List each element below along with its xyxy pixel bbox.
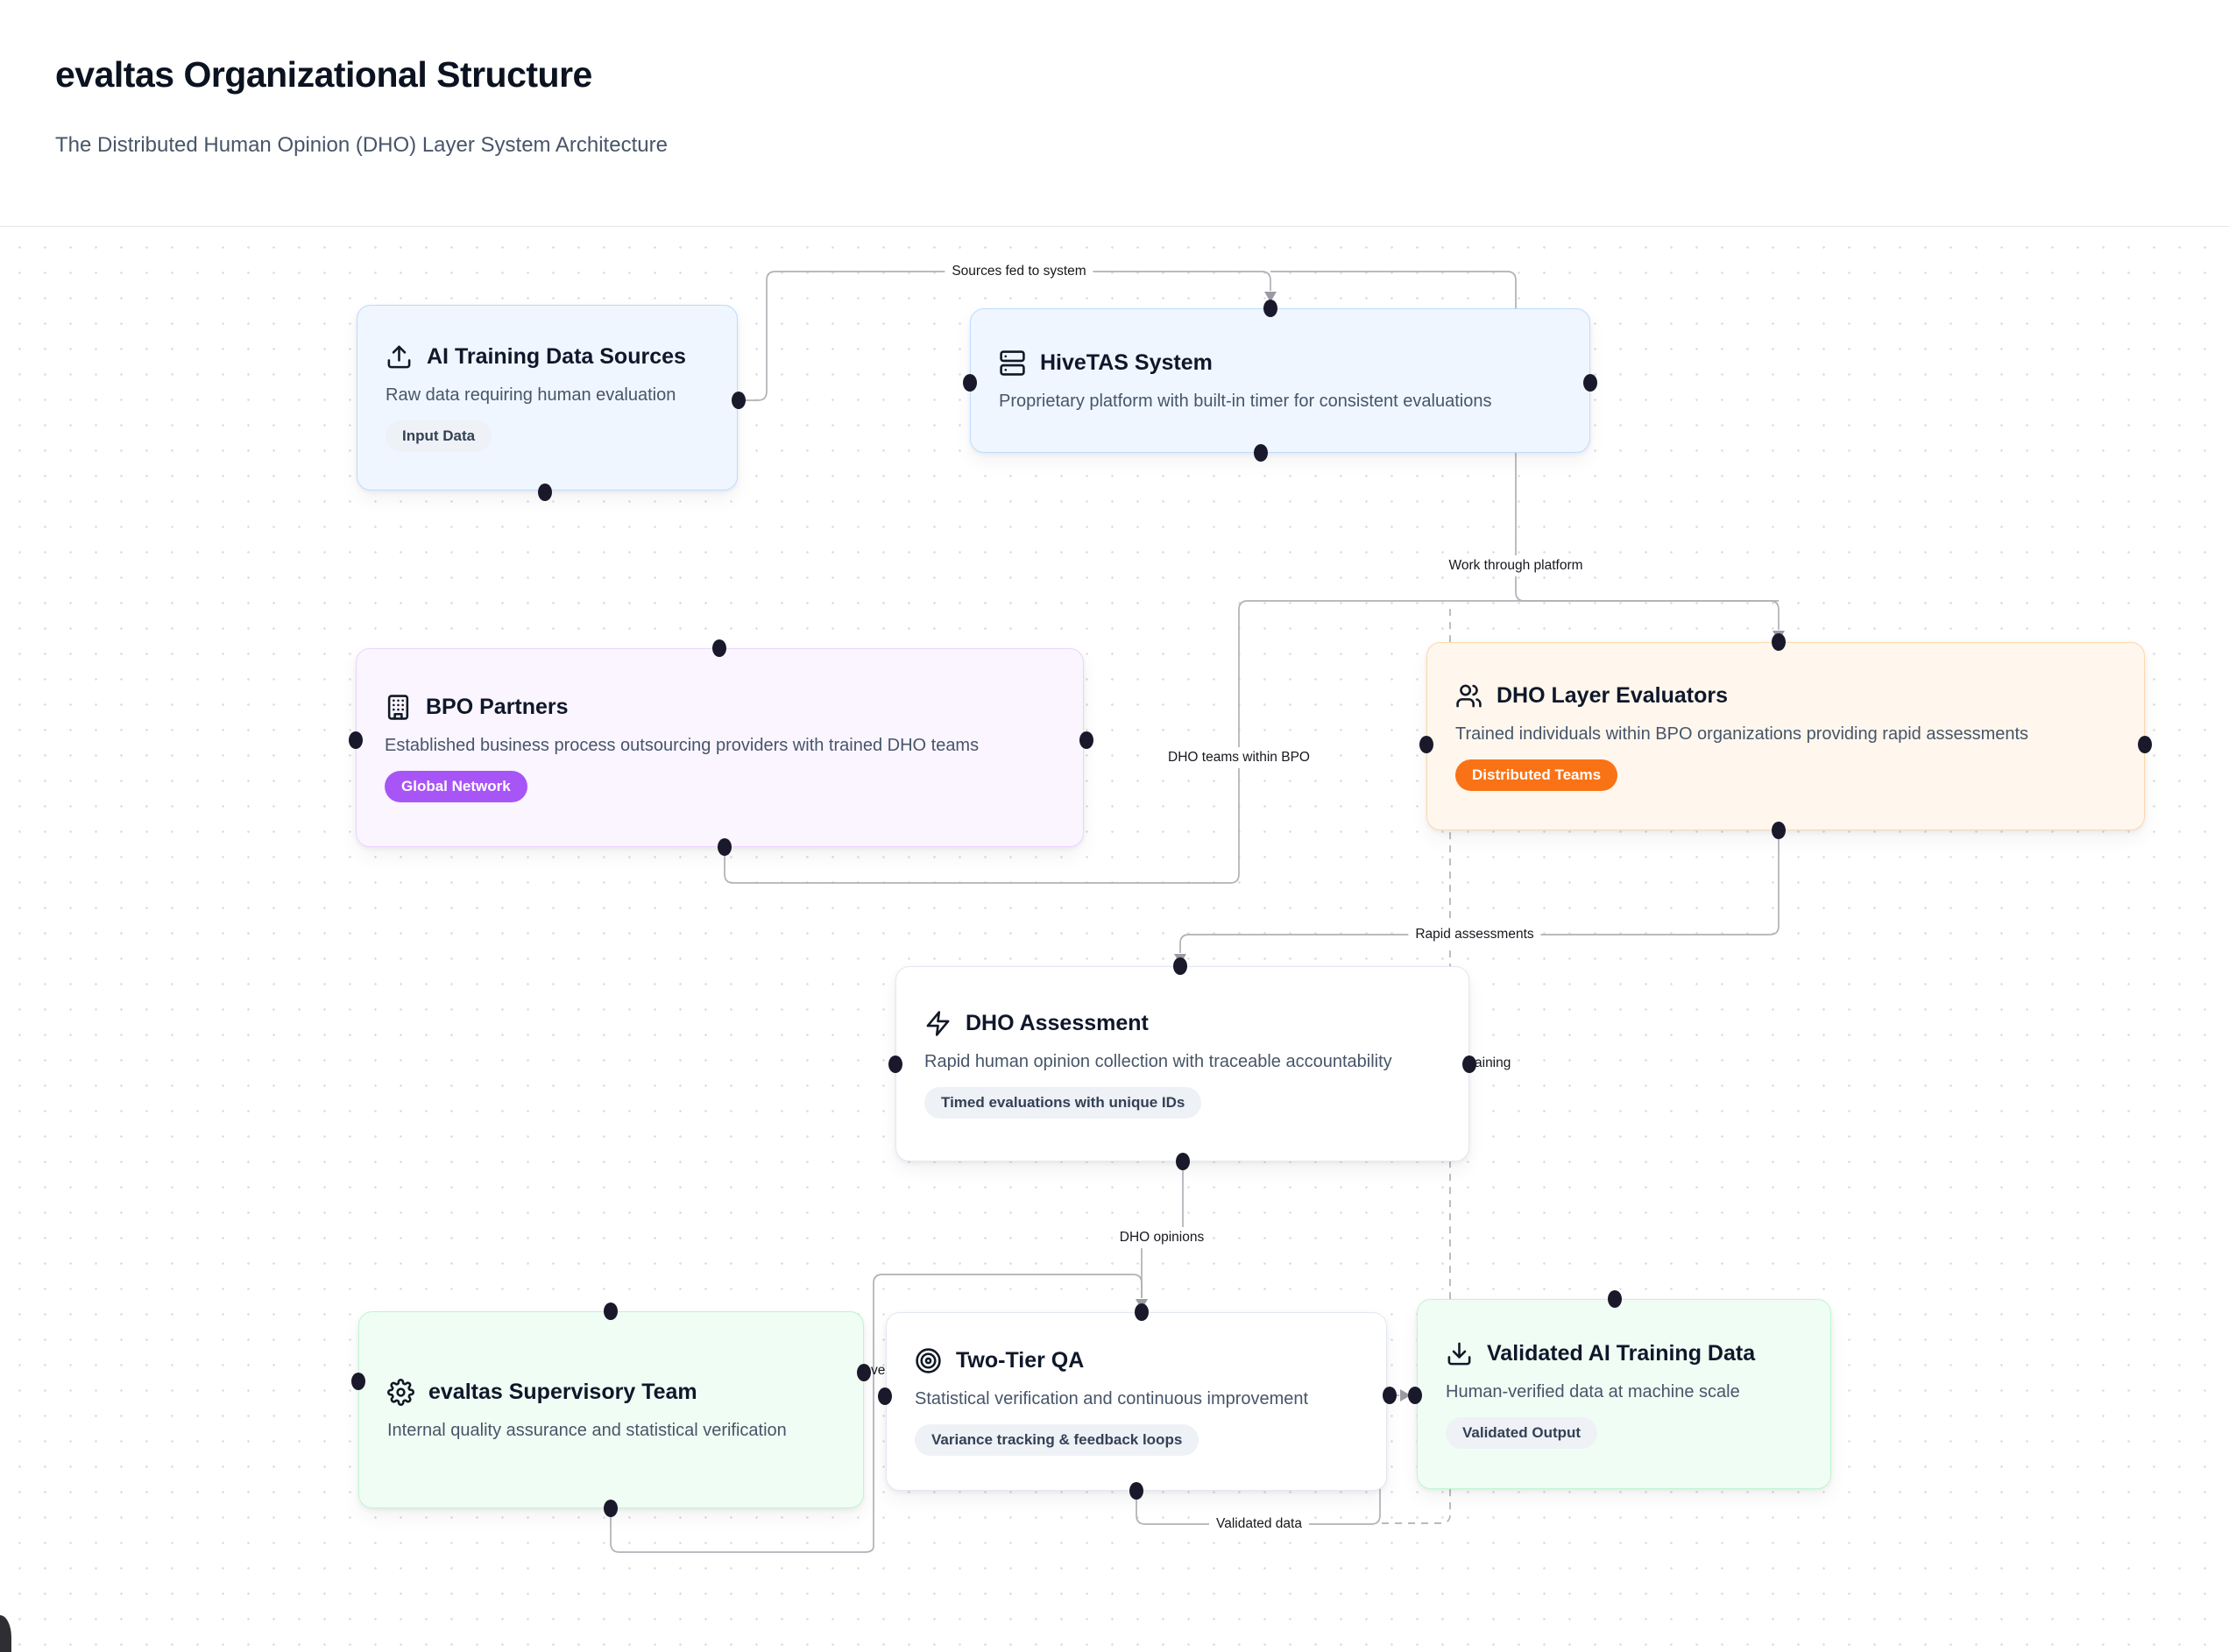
handle-evaluators-right[interactable] [2138,736,2152,753]
handle-assessment-top[interactable] [1173,957,1187,975]
edge-label-clipped-ve: ve [871,1363,886,1378]
node-dho-assessment[interactable]: DHO Assessment Rapid human opinion colle… [895,966,1469,1161]
handle-supervisory-left[interactable] [351,1373,365,1390]
handle-evaluators-top[interactable] [1772,633,1786,651]
handle-bpo-top[interactable] [712,639,726,657]
handle-hivetas-bottom[interactable] [1254,444,1268,462]
node-title: Validated AI Training Data [1487,1340,1756,1366]
users-icon [1455,682,1482,710]
node-evaltas-supervisory-team[interactable]: evaltas Supervisory Team Internal qualit… [358,1311,864,1508]
attribution-mark [0,1615,11,1652]
handle-assessment-left[interactable] [888,1055,902,1073]
node-description: Proprietary platform with built-in timer… [999,392,1492,411]
node-title: DHO Assessment [966,1010,1149,1035]
edge-supervisory-qa [610,1274,1143,1553]
edge-label-rapid-assessments: Rapid assessments [1408,924,1541,945]
node-validated-ai-training-data[interactable]: Validated AI Training Data Human-verifie… [1417,1299,1831,1489]
handle-qa-top[interactable] [1135,1303,1149,1321]
arrowhead-hivetas-top [1264,292,1277,302]
edge-dho-teams [724,600,1780,884]
node-title: Two-Tier QA [956,1348,1085,1373]
handle-hivetas-right[interactable] [1583,374,1597,392]
node-hivetas-system[interactable]: HiveTAS System Proprietary platform with… [970,308,1590,453]
node-description: Trained individuals within BPO organizat… [1455,724,2029,744]
gear-icon [387,1379,414,1406]
handle-supervisory-bottom[interactable] [604,1500,618,1517]
status-badge: Input Data [386,420,492,452]
zap-icon [924,1010,952,1037]
status-badge: Validated Output [1446,1416,1598,1449]
edge-feedback-dashed [1382,603,1451,1524]
node-description: Raw data requiring human evaluation [386,385,676,405]
handle-qa-bottom[interactable] [1129,1482,1143,1500]
handle-hivetas-left[interactable] [963,374,977,392]
status-badge: Global Network [385,770,527,802]
handle-evaluators-bottom[interactable] [1772,822,1786,839]
node-title: BPO Partners [426,694,569,719]
node-ai-training-data-sources[interactable]: AI Training Data Sources Raw data requir… [357,305,738,491]
handle-supervisory-right[interactable] [857,1364,871,1381]
handle-validated-left[interactable] [1408,1387,1422,1404]
node-title: evaltas Supervisory Team [428,1380,697,1404]
header: evaltas Organizational Structure The Dis… [0,0,2229,227]
handle-ai-bottom[interactable] [538,484,552,501]
node-description: Human-verified data at machine scale [1446,1381,1740,1401]
handle-assessment-bottom[interactable] [1176,1153,1190,1170]
node-title: AI Training Data Sources [427,344,686,369]
handle-assessment-right[interactable] [1462,1055,1476,1073]
building-icon [385,694,412,721]
handle-evaluators-left[interactable] [1419,736,1433,753]
node-description: Internal quality assurance and statistic… [387,1421,787,1440]
node-title: DHO Layer Evaluators [1497,682,1728,708]
edge-label-clipped-training: aining [1475,1055,1511,1070]
edge-label-dho-opinions: DHO opinions [1112,1227,1212,1248]
handle-bpo-left[interactable] [349,731,363,749]
edge-label-work-through: Work through platform [1441,555,1590,576]
server-icon [999,349,1026,377]
status-badge: Distributed Teams [1455,759,1618,791]
page-title: evaltas Organizational Structure [55,54,592,95]
page-subtitle: The Distributed Human Opinion (DHO) Laye… [55,133,668,157]
target-icon [915,1347,942,1374]
handle-ai-right[interactable] [732,392,746,409]
status-badge: Timed evaluations with unique IDs [924,1086,1202,1119]
edge-sources-fed [739,271,1271,401]
edge-label-validated-data: Validated data [1209,1514,1309,1535]
download-icon [1446,1340,1473,1367]
handle-supervisory-top[interactable] [604,1303,618,1320]
edge-label-dho-teams: DHO teams within BPO [1161,747,1317,768]
node-two-tier-qa[interactable]: Two-Tier QA Statistical verification and… [886,1312,1387,1491]
handle-qa-left[interactable] [878,1387,892,1405]
node-description: Rapid human opinion collection with trac… [924,1051,1392,1071]
node-title: HiveTAS System [1040,350,1213,375]
handle-bpo-right[interactable] [1079,731,1093,749]
upload-icon [386,343,413,371]
handle-qa-right[interactable] [1383,1387,1397,1404]
node-description: Established business process outsourcing… [385,735,980,755]
handle-validated-top[interactable] [1608,1290,1622,1308]
handle-hivetas-top[interactable] [1263,300,1277,317]
status-badge: Variance tracking & feedback loops [915,1424,1199,1456]
edge-label-sources-fed: Sources fed to system [945,261,1093,282]
node-dho-layer-evaluators[interactable]: DHO Layer Evaluators Trained individuals… [1426,642,2145,830]
node-description: Statistical verification and continuous … [915,1389,1309,1408]
handle-bpo-bottom[interactable] [718,838,732,856]
arrowhead-validated-left [1400,1389,1411,1401]
node-bpo-partners[interactable]: BPO Partners Established business proces… [356,648,1084,847]
